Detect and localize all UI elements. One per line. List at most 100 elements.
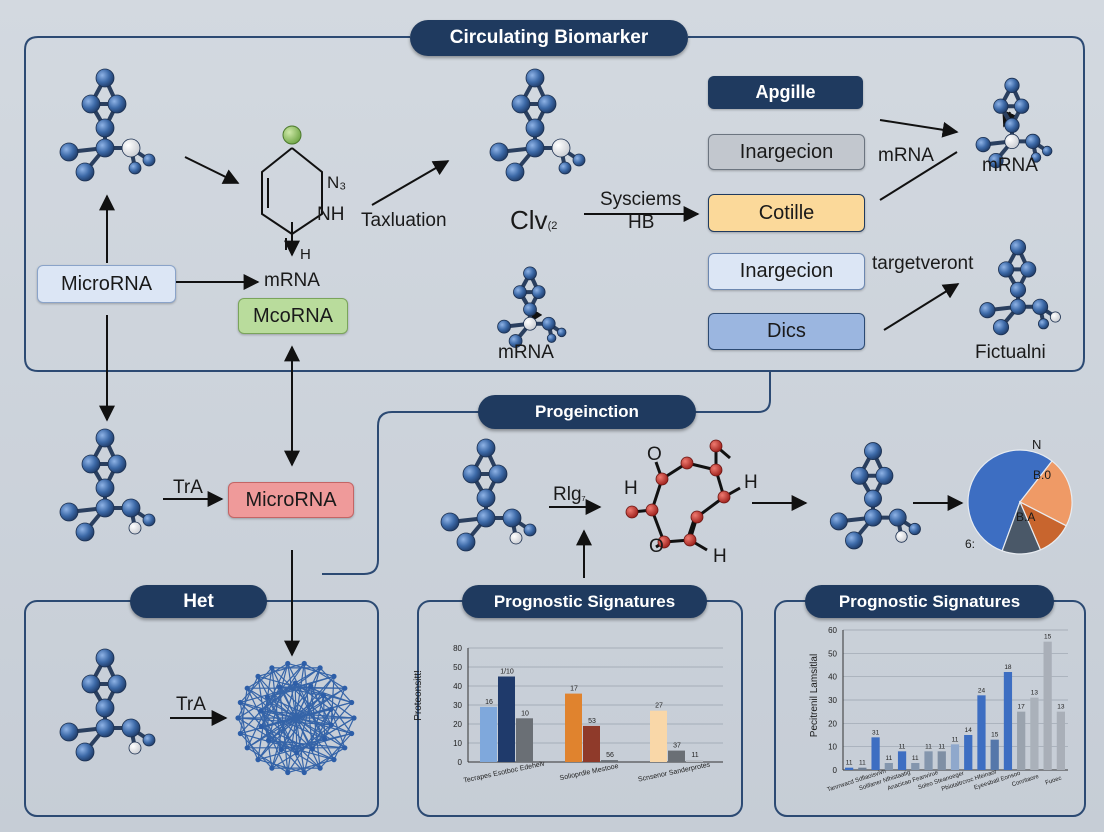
- network-edge: [279, 686, 324, 697]
- bar-value-label: 27: [655, 703, 663, 710]
- atom: [537, 94, 557, 114]
- pie-slice: [1019, 460, 1073, 527]
- atom: [1013, 98, 1030, 114]
- bar-value-label: 24: [978, 687, 986, 694]
- y-tick-label: 10: [828, 743, 837, 752]
- red-atoms-group: [625, 439, 731, 549]
- bar: [516, 718, 533, 762]
- y-tick-label: 20: [828, 719, 837, 728]
- bar: [480, 706, 497, 762]
- molecule-pie-left: [829, 442, 921, 550]
- network-sphere: [235, 660, 357, 776]
- atom: [1025, 133, 1041, 149]
- red-atom: [680, 456, 694, 470]
- network-edge: [287, 709, 332, 773]
- network-node: [265, 737, 272, 743]
- atom: [850, 466, 869, 485]
- network-node: [244, 745, 250, 751]
- atom-light: [1004, 133, 1020, 149]
- progeinction-title: Progeinction: [478, 395, 696, 429]
- mrna-arrow-label: mRNA: [878, 145, 934, 166]
- atom: [558, 161, 572, 175]
- bar-value-label: 15: [1044, 634, 1052, 641]
- bar-value-label: 31: [872, 729, 880, 736]
- bar-chart-left: 0102030405080161/1010175356273711Tecrape…: [453, 644, 723, 785]
- rlg-subscript: ₇: [581, 489, 586, 503]
- red-atom: [657, 535, 671, 549]
- red-atom: [709, 439, 723, 453]
- atom: [95, 718, 115, 738]
- atom: [81, 674, 101, 694]
- network-edge: [257, 676, 273, 769]
- atom: [531, 285, 546, 299]
- network-edge: [310, 685, 355, 719]
- y-tick-label: 0: [833, 766, 838, 775]
- fictualni-label: Fictualni: [975, 342, 1046, 363]
- bar: [845, 767, 854, 770]
- h-label-left: H: [624, 478, 638, 499]
- network-node: [331, 673, 337, 679]
- atom: [107, 674, 127, 694]
- atom: [875, 466, 894, 485]
- network-node: [285, 769, 291, 776]
- network-node: [317, 665, 323, 671]
- ring-label-nh: NH: [317, 204, 345, 225]
- network-edge: [271, 683, 296, 769]
- network-node: [269, 665, 275, 671]
- atom: [523, 266, 537, 281]
- y-tick-label: 40: [828, 673, 837, 682]
- atom: [128, 161, 142, 175]
- rlg-text: Rlg: [553, 484, 582, 505]
- atom-light: [551, 138, 571, 158]
- targetveront-label: targetveront: [872, 253, 974, 274]
- het-title: Het: [130, 585, 267, 618]
- ring-label-h: H: [300, 246, 311, 263]
- atom-light: [895, 530, 908, 543]
- bar: [1017, 711, 1026, 770]
- bar: [990, 739, 999, 770]
- stack-box-cotille: Cotille: [708, 194, 865, 232]
- molecule-het: [59, 648, 156, 762]
- atom: [556, 327, 567, 338]
- y-tick-label: 60: [828, 626, 837, 635]
- network-node: [328, 722, 334, 728]
- network-node: [255, 757, 261, 763]
- stack-box-dics: Dics: [708, 313, 865, 350]
- network-node: [317, 765, 323, 771]
- bar-value-label: 17: [570, 686, 578, 693]
- atom: [908, 522, 921, 536]
- atom: [572, 153, 586, 167]
- network-node: [294, 750, 300, 756]
- molecule-progeinction: [440, 438, 537, 552]
- stack-box-apgille: Apgille: [708, 76, 863, 109]
- mrna-label-ring: mRNA: [264, 270, 320, 291]
- bar: [964, 735, 973, 770]
- atom-light: [523, 316, 537, 331]
- network-edge: [267, 685, 311, 698]
- h-label-bottom: H: [713, 546, 727, 567]
- atom: [993, 98, 1009, 114]
- atom: [505, 162, 525, 182]
- prognostic-right-title: Prognostic Signatures: [805, 585, 1054, 618]
- atom: [95, 478, 115, 498]
- arrows: [99, 109, 1018, 726]
- atom: [992, 319, 1010, 336]
- bar: [1030, 697, 1039, 770]
- network-node: [237, 699, 243, 706]
- atom: [95, 118, 115, 138]
- network-node: [308, 683, 314, 689]
- bar-value-label: 11: [925, 743, 932, 750]
- atom: [525, 118, 545, 138]
- bar: [858, 767, 867, 770]
- network-edge: [294, 682, 332, 710]
- network-node: [349, 730, 355, 737]
- atom: [1020, 261, 1037, 278]
- bar-value-label: 11: [899, 743, 906, 750]
- atom-light: [121, 138, 141, 158]
- bar: [498, 676, 515, 762]
- atom: [59, 142, 79, 162]
- clv-subscript: (2: [547, 220, 558, 232]
- network-node: [328, 706, 334, 713]
- atom: [142, 733, 156, 747]
